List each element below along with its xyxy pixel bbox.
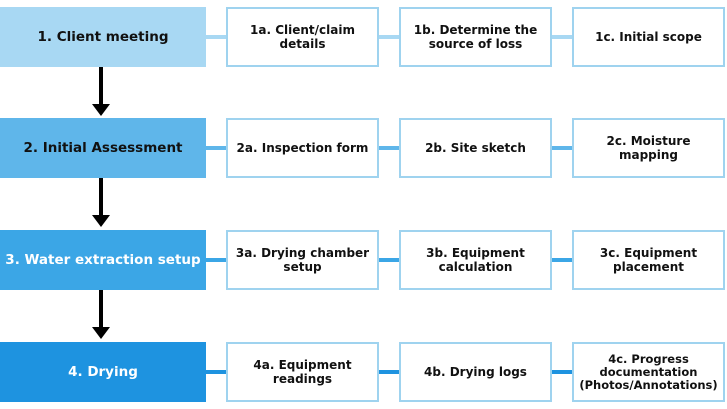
flow-arrow-2-head <box>92 215 110 227</box>
step-2b-box: 2b. Site sketch <box>399 118 552 178</box>
step-1-label: 1. Client meeting <box>37 29 169 45</box>
step-3-connector-c <box>552 258 572 262</box>
step-1b-label: 1b. Determine the source of loss <box>413 23 538 51</box>
step-2c-box: 2c. Moisture mapping <box>572 118 725 178</box>
step-4-connector-c <box>552 370 572 374</box>
step-1a-box: 1a. Client/claim details <box>226 7 379 67</box>
step-2-connector-a <box>206 146 226 150</box>
step-3b-label: 3b. Equipment calculation <box>426 246 525 274</box>
step-1-connector-a <box>206 35 226 39</box>
step-1a-label: 1a. Client/claim details <box>250 23 355 51</box>
step-1c-label: 1c. Initial scope <box>595 30 702 44</box>
step-3a-box: 3a. Drying chamber setup <box>226 230 379 290</box>
step-3-label: 3. Water extraction setup <box>5 252 201 268</box>
step-4c-label: 4c. Progress documentation (Photos/Annot… <box>579 351 718 392</box>
step-3-connector-a <box>206 258 226 262</box>
step-3-box: 3. Water extraction setup <box>0 230 206 290</box>
step-4a-label: 4a. Equipment readings <box>253 358 352 386</box>
step-1c-box: 1c. Initial scope <box>572 7 725 67</box>
step-3-connector-b <box>379 258 399 262</box>
step-3c-box: 3c. Equipment placement <box>572 230 725 290</box>
step-1-connector-b <box>379 35 399 39</box>
step-4-label: 4. Drying <box>68 364 138 380</box>
step-4-connector-a <box>206 370 226 374</box>
step-2b-label: 2b. Site sketch <box>425 141 526 155</box>
step-3a-label: 3a. Drying chamber setup <box>235 246 370 274</box>
step-2a-label: 2a. Inspection form <box>236 141 369 155</box>
step-1b-box: 1b. Determine the source of loss <box>399 7 552 67</box>
flow-arrow-2-shaft <box>99 178 103 217</box>
step-4-box: 4. Drying <box>0 342 206 402</box>
step-1-connector-c <box>552 35 572 39</box>
step-4-connector-b <box>379 370 399 374</box>
step-2-label: 2. Initial Assessment <box>23 140 183 156</box>
step-2-connector-b <box>379 146 399 150</box>
step-2a-box: 2a. Inspection form <box>226 118 379 178</box>
step-1-box: 1. Client meeting <box>0 7 206 67</box>
step-3c-label: 3c. Equipment placement <box>599 246 698 274</box>
step-2-connector-c <box>552 146 572 150</box>
flow-arrow-3-head <box>92 327 110 339</box>
step-2-box: 2. Initial Assessment <box>0 118 206 178</box>
step-4b-box: 4b. Drying logs <box>399 342 552 402</box>
step-3b-box: 3b. Equipment calculation <box>399 230 552 290</box>
step-2c-label: 2c. Moisture mapping <box>606 134 691 162</box>
flow-arrow-1-head <box>92 104 110 116</box>
step-4a-box: 4a. Equipment readings <box>226 342 379 402</box>
step-4b-label: 4b. Drying logs <box>424 365 527 379</box>
flow-arrow-3-shaft <box>99 290 103 329</box>
step-4c-box: 4c. Progress documentation (Photos/Annot… <box>572 342 725 402</box>
flow-arrow-1-shaft <box>99 67 103 106</box>
